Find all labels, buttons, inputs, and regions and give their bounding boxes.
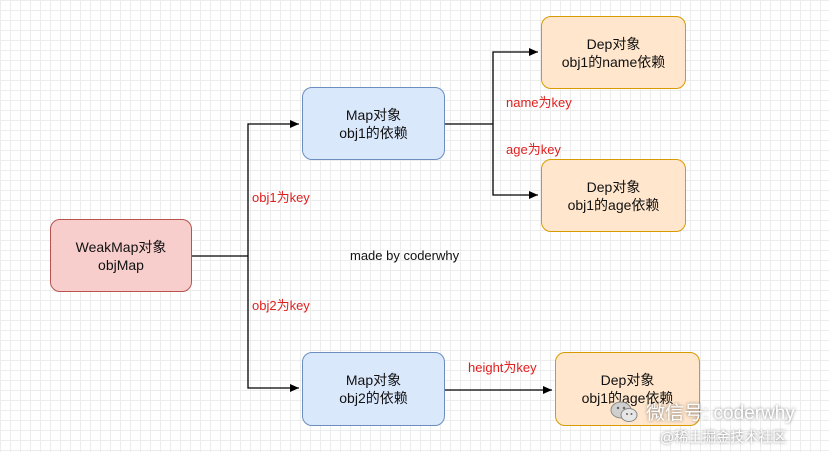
edge-age-key	[492, 124, 538, 199]
map2-node-subtitle: obj2的依赖	[339, 390, 408, 406]
community-watermark: @稀土掘金技术社区	[660, 427, 786, 447]
community-watermark-text: @稀土掘金技术社区	[660, 429, 787, 445]
map2-node-title: Map对象	[345, 372, 402, 388]
dep-height-node-title: Dep对象	[600, 372, 655, 388]
wechat-icon	[610, 400, 638, 424]
dep-name-node: Dep对象 obj1的name依赖	[541, 16, 686, 89]
map1-node-title: Map对象	[345, 106, 402, 123]
map1-node: Map对象 obj1的依赖	[302, 87, 445, 160]
weakmap-node-subtitle: objMap	[98, 256, 144, 273]
edge-label-obj2-key: obj2为key	[252, 298, 310, 313]
weakmap-node: WeakMap对象 objMap	[50, 219, 192, 292]
dep-name-node-title: Dep对象	[586, 35, 641, 52]
edge-label-height-key: height为key	[468, 360, 537, 375]
map1-node-subtitle: obj1的依赖	[339, 124, 408, 141]
wechat-watermark-text: 微信号: coderwhy	[646, 403, 795, 424]
edge-obj2-key	[247, 256, 299, 392]
map2-node: Map对象 obj2的依赖	[302, 352, 445, 426]
edge-label-name-key: name为key	[506, 95, 572, 110]
dep-age-node: Dep对象 obj1的age依赖	[541, 159, 686, 232]
wechat-watermark: 微信号: coderwhy	[610, 398, 795, 425]
made-by-caption: made by coderwhy	[350, 248, 460, 263]
dep-age-node-subtitle: obj1的age依赖	[567, 196, 660, 213]
edge-name-key	[492, 48, 538, 124]
dep-age-node-title: Dep对象	[586, 178, 641, 195]
dep-name-node-subtitle: obj1的name依赖	[561, 53, 666, 70]
edge-label-obj1-key: obj1为key	[252, 190, 310, 205]
dep-height-node-subtitle: obj1的age依赖	[581, 390, 674, 406]
edge-label-age-key: age为key	[506, 142, 561, 157]
weakmap-node-title: WeakMap对象	[75, 238, 167, 255]
edge-obj1-key	[247, 120, 299, 256]
